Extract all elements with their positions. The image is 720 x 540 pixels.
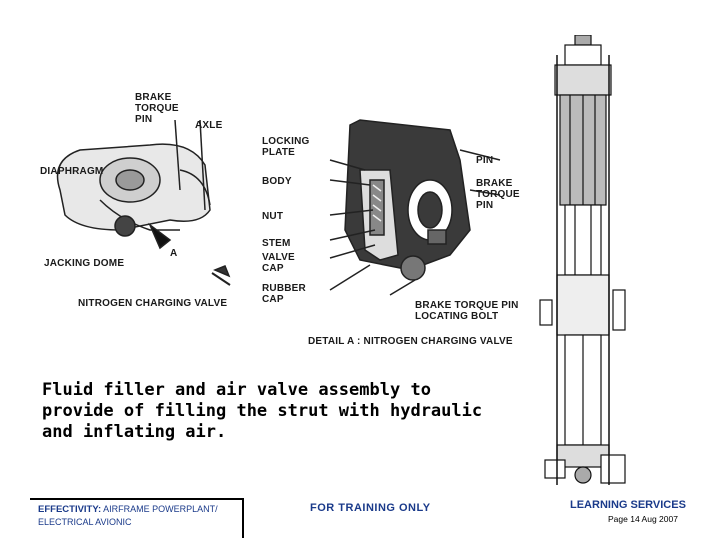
label-nitrogen-charging-valve: NITROGEN CHARGING VALVE — [78, 298, 228, 309]
shock-strut-drawing — [535, 34, 630, 490]
label-a-marker: A — [170, 248, 178, 259]
charging-valve-diagram: BRAKE TORQUE PIN AXLE DIAPHRAGM JACKING … — [30, 80, 530, 360]
charging-valve-drawing — [56, 119, 501, 296]
effectivity-box: EFFECTIVITY: AIRFRAME POWERPLANT/ ELECTR… — [30, 498, 244, 538]
label-brake-torque-pin-locating-bolt: BRAKE TORQUE PIN LOCATING BOLT — [415, 300, 519, 322]
effectivity-label: EFFECTIVITY: — [38, 504, 102, 515]
training-only-label: FOR TRAINING ONLY — [310, 502, 431, 514]
label-body: BODY — [262, 176, 292, 187]
label-axle: AXLE — [195, 120, 223, 131]
label-valve-cap: VALVE CAP — [262, 252, 295, 274]
effectivity-value: AIRFRAME POWERPLANT/ — [103, 504, 218, 514]
label-rubber-cap: RUBBER CAP — [262, 283, 306, 305]
learning-services-label: LEARNING SERVICES — [570, 499, 686, 511]
label-brake-torque-pin-right: BRAKE TORQUE PIN — [476, 178, 520, 211]
label-detail-a: DETAIL A : NITROGEN CHARGING VALVE — [308, 336, 513, 347]
shock-strut-svg — [539, 34, 626, 485]
effectivity-top-rule — [30, 498, 242, 500]
caption-text: Fluid filler and air valve assembly to p… — [42, 380, 483, 442]
label-pin: PIN — [476, 155, 494, 166]
label-diaphragm: DIAPHRAGM — [40, 166, 104, 177]
label-locking-plate: LOCKING PLATE — [262, 136, 310, 158]
effectivity-value-2: ELECTRICAL AVIONIC — [38, 517, 132, 527]
page-info: Page 14 Aug 2007 — [608, 514, 678, 524]
label-brake-torque-pin-left: BRAKE TORQUE PIN — [135, 92, 179, 125]
label-stem: STEM — [262, 238, 291, 249]
label-jacking-dome: JACKING DOME — [44, 258, 125, 269]
effectivity-text: EFFECTIVITY: AIRFRAME POWERPLANT/ ELECTR… — [38, 503, 218, 529]
label-nut: NUT — [262, 211, 284, 222]
